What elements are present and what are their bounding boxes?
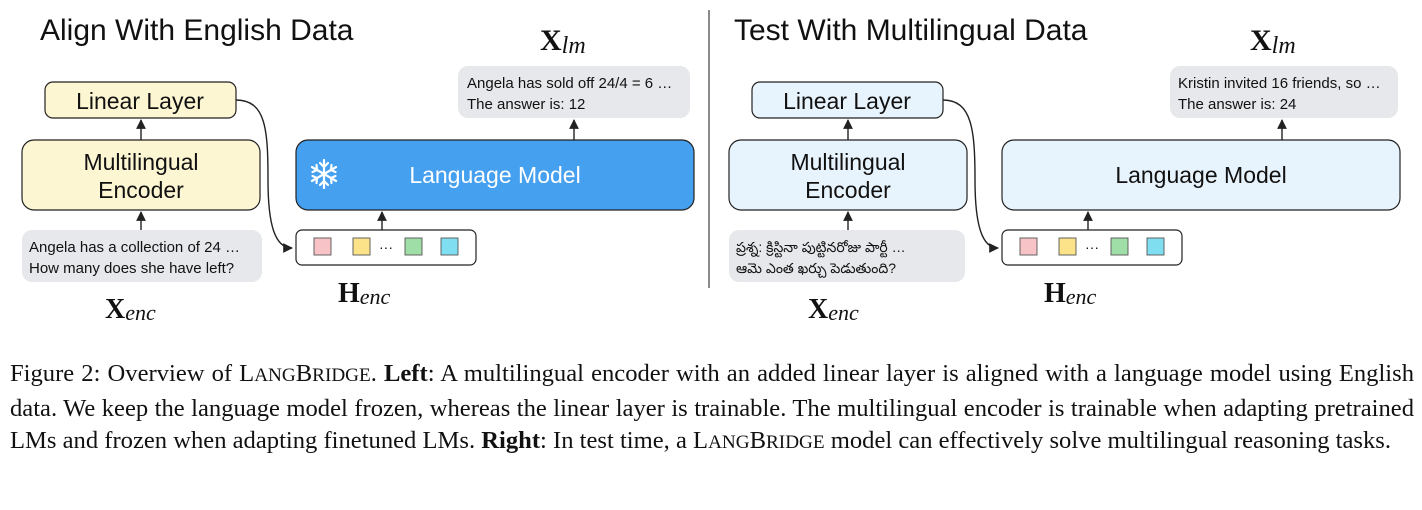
right-panel-title: Test With Multilingual Data [734, 14, 1088, 47]
right-input-line2: ఆమె ఎంత ఖర్చు పెడుతుంది? [736, 260, 896, 278]
caption-brand-name-2: LANGBRIDGE [693, 427, 825, 455]
right-token-ellipsis: ··· [1085, 239, 1099, 255]
left-panel-title: Align With English Data [40, 14, 354, 47]
left-linear-layer-label: Linear Layer [76, 88, 204, 114]
right-token-green [1110, 237, 1129, 256]
left-input-line2: How many does she have left? [29, 260, 234, 277]
right-h-enc-label: Henc [1044, 278, 1097, 309]
caption-right-label: Right [481, 427, 541, 455]
caption-right-text-b: model can effectively solve multilingual… [824, 427, 1392, 455]
left-x-lm-label: Xlm [540, 24, 586, 59]
right-arrow-linear-to-tokens [942, 99, 999, 253]
left-panel: Align With English Data Linear Layer Mul… [21, 14, 695, 325]
right-x-enc-label: Xenc [808, 294, 859, 325]
right-input-line1: ప్రశ్న: క్రిస్టినా పుట్టినరోజు పార్టీ … [736, 239, 906, 258]
right-language-model-label: Language Model [1115, 162, 1286, 188]
figure-caption: Figure 2: Overview of LANGBRIDGE. Left: … [10, 358, 1414, 460]
left-language-model-box [295, 139, 695, 211]
left-token-yellow [352, 237, 371, 256]
right-input-bubble [729, 230, 965, 282]
right-token-cyan [1146, 237, 1165, 256]
right-linear-layer-label: Linear Layer [783, 88, 911, 114]
right-token-red [1019, 237, 1038, 256]
left-token-red [313, 237, 332, 256]
caption-brand-name: LANGBRIDGE [239, 360, 371, 387]
left-language-model-label: Language Model [409, 162, 580, 188]
caption-punct: . [370, 360, 384, 387]
left-token-sequence [295, 229, 477, 266]
right-panel: Test With Multilingual Data Linear Layer… [728, 14, 1401, 325]
right-token-sequence [1001, 229, 1183, 266]
left-output-line1: Angela has sold off 24/4 = 6 … [467, 75, 672, 92]
snowflake-icon [310, 158, 338, 190]
left-encoder-label-line1: Multilingual [83, 149, 198, 175]
figure-2-diagram: Align With English Data Linear Layer Mul… [21, 10, 1401, 325]
caption-left-label: Left [383, 360, 428, 387]
caption-figure-label: Figure 2: Overview of [10, 360, 240, 387]
right-encoder-label-line2: Encoder [805, 177, 891, 203]
left-input-bubble [22, 230, 262, 282]
right-token-yellow [1058, 237, 1077, 256]
caption-left-text: : A multilingual encoder with an added l… [10, 360, 1414, 455]
left-output-line2: The answer is: 12 [467, 96, 585, 113]
left-arrow-linear-to-tokens [235, 99, 293, 253]
left-output-bubble [458, 66, 690, 118]
right-output-line2: The answer is: 24 [1178, 96, 1296, 113]
right-language-model-box [1001, 139, 1401, 211]
caption-right-text-a: : In test time, a [540, 427, 694, 455]
left-x-enc-label: Xenc [105, 294, 156, 325]
left-encoder-label-line2: Encoder [98, 177, 184, 203]
right-encoder-label-line1: Multilingual [790, 149, 905, 175]
right-output-line1: Kristin invited 16 friends, so … [1178, 75, 1381, 92]
left-token-cyan [440, 237, 459, 256]
left-input-line1: Angela has a collection of 24 … [29, 239, 240, 256]
left-token-green [404, 237, 423, 256]
right-output-bubble [1170, 66, 1398, 118]
right-x-lm-label: Xlm [1250, 24, 1296, 59]
left-token-ellipsis: ··· [379, 239, 393, 255]
left-h-enc-label: Henc [338, 278, 391, 309]
